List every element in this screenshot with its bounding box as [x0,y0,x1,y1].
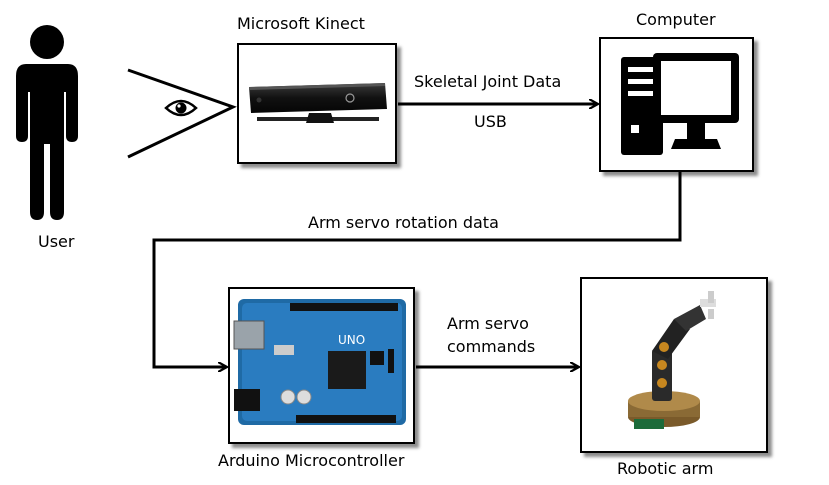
computer-icon [621,53,739,155]
arduino-board-image: UNO [233,299,406,425]
kinect-label: Microsoft Kinect [237,14,365,33]
edge-label-arm-servo: Arm servo [447,314,529,333]
computer-label: Computer [636,10,716,29]
edge-label-commands: commands [447,337,536,356]
eye-icon [164,99,198,117]
kinect-box [237,43,397,164]
computer-box [599,37,754,172]
robotic-arm-box [580,277,768,453]
vision-cone [127,68,237,159]
arduino-label: Arduino Microcontroller [218,451,405,470]
edge-label-skeletal: Skeletal Joint Data [414,72,562,91]
robotic-arm-label: Robotic arm [617,459,714,478]
edge-label-rotation: Arm servo rotation data [308,213,499,232]
user-label: User [38,232,75,251]
arrow-computer-to-arduino [152,172,682,367]
user-person-icon [16,25,78,220]
edge-label-usb: USB [474,112,507,131]
robotic-arm-image [628,291,716,429]
kinect-sensor-image [249,83,387,123]
board-model-text: UNO [338,333,365,347]
arduino-box: UNO [228,287,415,444]
